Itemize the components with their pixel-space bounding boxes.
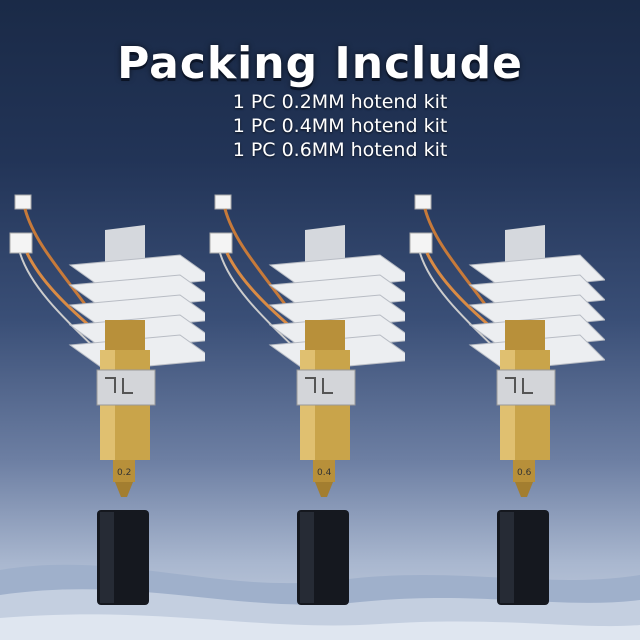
hotend-kit-icon: 0.4 [209, 194, 417, 605]
nozzle-size-label: 0.2 [117, 468, 131, 478]
connector-icon [414, 194, 432, 210]
nozzle-size-label: 0.6 [517, 468, 532, 478]
list-item: 1 PC 0.2MM hotend kit [232, 91, 448, 113]
connector-icon [214, 194, 232, 210]
hotend-kit-icon: 0.6 [409, 194, 607, 605]
page-title: Packing Include [117, 38, 523, 89]
connector-icon [209, 232, 233, 254]
hotend-kit-icon: 0.2 [9, 194, 217, 605]
list-item: 1 PC 0.4MM hotend kit [232, 115, 448, 137]
connector-icon [14, 194, 32, 210]
hotend-kit-2: 0.4 [205, 185, 417, 615]
nozzle-size-label: 0.4 [317, 468, 332, 478]
hotend-kit-1: 0.2 [5, 185, 217, 615]
connector-icon [409, 232, 433, 254]
list-item: 1 PC 0.6MM hotend kit [232, 139, 448, 161]
connector-icon [9, 232, 33, 254]
package-contents-list: 1 PC 0.2MM hotend kit 1 PC 0.4MM hotend … [0, 90, 640, 162]
hotend-kit-3: 0.6 [405, 185, 607, 615]
